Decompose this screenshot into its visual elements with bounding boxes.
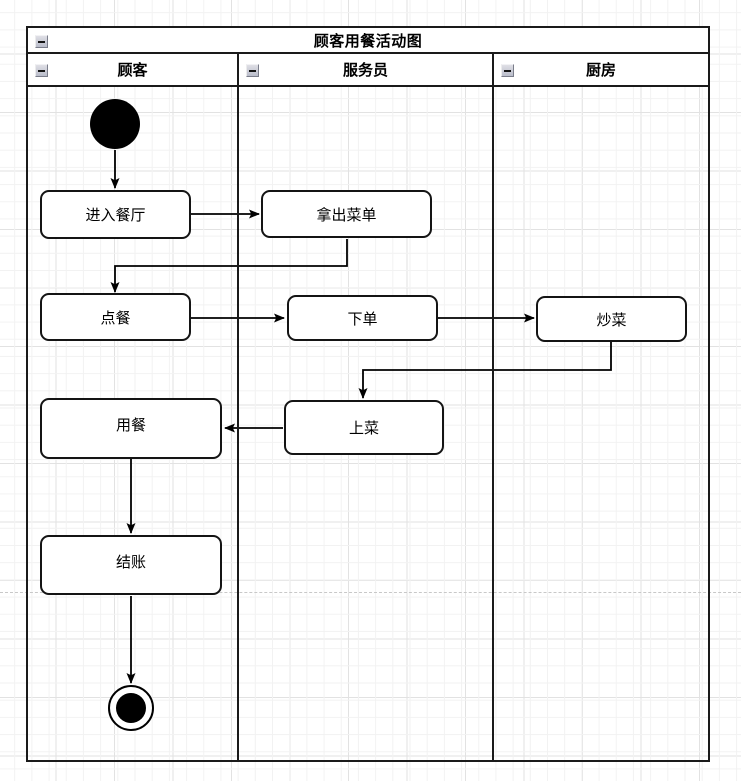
collapse-lane-customer-icon[interactable]: [35, 64, 48, 77]
page-break-line: [0, 592, 741, 593]
action-node-order-food[interactable]: 点餐: [40, 293, 191, 341]
lane-divider-1: [237, 87, 239, 762]
action-node-dine[interactable]: 用餐: [40, 398, 222, 459]
lane-header-customer[interactable]: 顾客: [28, 54, 239, 85]
initial-node[interactable]: [90, 99, 140, 149]
diagram-title: 顾客用餐活动图: [313, 32, 423, 50]
lane-header-row: 顾客 服务员 厨房: [26, 54, 710, 87]
lane-label-waiter: 服务员: [342, 62, 388, 79]
action-node-enter-restaurant[interactable]: 进入餐厅: [40, 190, 191, 239]
action-node-place-order[interactable]: 下单: [287, 295, 438, 341]
lane-label-customer: 顾客: [117, 62, 148, 79]
collapse-lane-kitchen-icon[interactable]: [501, 64, 514, 77]
edge-menu-to-order: [110, 239, 348, 293]
collapse-lane-waiter-icon[interactable]: [246, 64, 259, 77]
action-node-take-out-menu[interactable]: 拿出菜单: [261, 190, 432, 238]
action-node-pay-bill[interactable]: 结账: [40, 535, 222, 595]
action-node-serve-dishes[interactable]: 上菜: [284, 400, 444, 455]
lane-header-kitchen[interactable]: 厨房: [494, 54, 708, 85]
edge-cook-to-serve: [358, 342, 612, 399]
diagram-title-bar: 顾客用餐活动图: [26, 26, 710, 54]
collapse-diagram-icon[interactable]: [35, 35, 48, 48]
action-node-cook-dishes[interactable]: 炒菜: [536, 296, 687, 342]
lane-header-waiter[interactable]: 服务员: [239, 54, 494, 85]
lane-divider-2: [492, 87, 494, 762]
lane-label-kitchen: 厨房: [585, 62, 616, 79]
final-node[interactable]: [108, 685, 154, 731]
